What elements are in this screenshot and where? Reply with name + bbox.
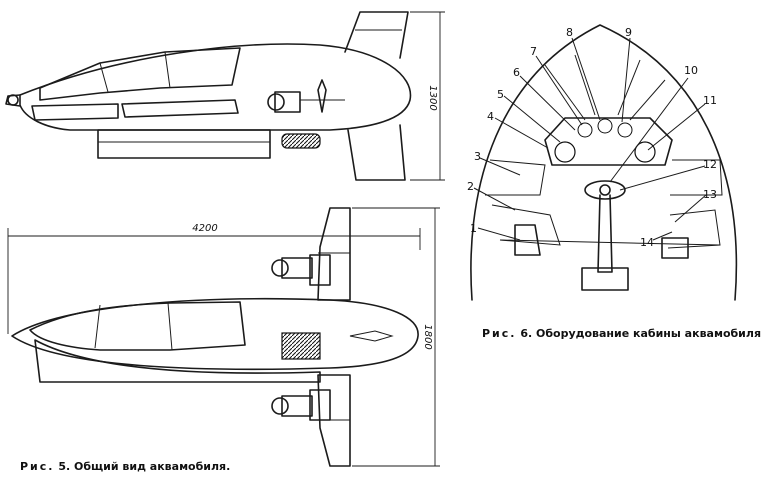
callout-13: 13	[703, 188, 717, 201]
figure-6-label: Рис.	[482, 327, 517, 340]
figure-5-text: 5. Общий вид аквамобиля.	[58, 460, 231, 473]
callout-6: 6	[513, 66, 520, 79]
side-view: 1300	[5, 11, 445, 181]
side-engine	[274, 91, 301, 113]
callout-8: 8	[566, 26, 573, 39]
cockpit-throttle-lever	[514, 224, 541, 256]
side-tail-fin-lower	[347, 124, 406, 181]
top-view: 4200 1800	[7, 207, 440, 467]
callout-11: 11	[703, 94, 717, 107]
callout-9: 9	[625, 26, 632, 39]
top-stabilizer-lower	[317, 374, 351, 467]
figure-6-text: 6. Оборудование кабины аквамобиля	[520, 327, 761, 340]
callout-2: 2	[467, 180, 474, 193]
callout-5: 5	[497, 88, 504, 101]
cockpit-dashboard	[544, 117, 673, 166]
top-canopy	[29, 301, 246, 351]
dim-height-1300: 1300	[427, 85, 438, 110]
callout-4: 4	[487, 110, 494, 123]
dim-width-1800: 1800	[422, 324, 433, 349]
callout-14: 14	[640, 236, 654, 249]
top-engine-upper	[281, 257, 313, 279]
cockpit-control-column	[597, 194, 613, 273]
dim-length-4200: 4200	[192, 223, 217, 234]
side-tail-fin-upper	[344, 11, 409, 59]
cockpit-canopy-arch	[470, 24, 738, 301]
cockpit-view: 1 2 3 4 5 6 7 8 9 10 11 12 13 14	[467, 24, 738, 301]
figure-6-caption: Рис. 6. Оборудование кабины аквамобиля	[482, 327, 761, 340]
callout-1: 1	[470, 222, 477, 235]
callout-3: 3	[474, 150, 481, 163]
side-hull	[19, 43, 412, 131]
top-stabilizer-upper	[317, 207, 351, 301]
callout-7: 7	[530, 45, 537, 58]
callout-12: 12	[703, 158, 717, 171]
side-canopy-window	[39, 47, 241, 101]
top-engine-lower	[281, 395, 313, 417]
top-hull	[11, 297, 419, 371]
callout-10: 10	[684, 64, 698, 77]
figure-5-label: Рис.	[20, 460, 55, 473]
figure-5-caption: Рис. 5. Общий вид аквамобиля.	[20, 460, 230, 473]
